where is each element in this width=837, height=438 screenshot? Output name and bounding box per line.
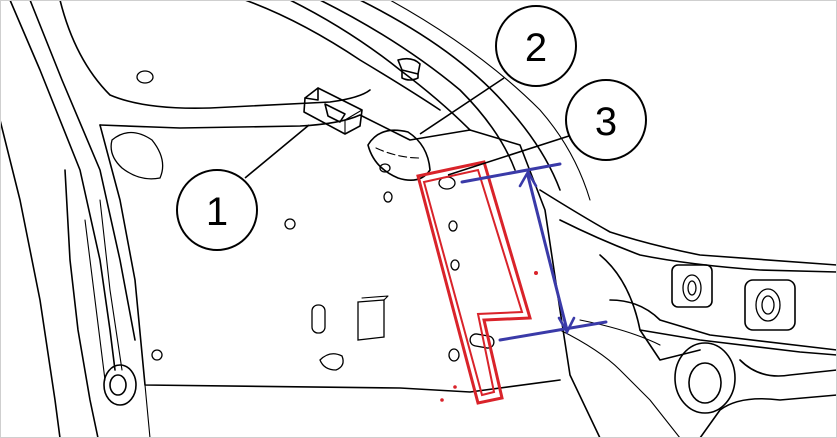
blue-dimension	[460, 162, 608, 342]
callout-3-label: 3	[595, 100, 617, 144]
clip-part	[303, 87, 363, 135]
callout-1: 1	[176, 169, 258, 251]
callout-3: 3	[565, 79, 647, 161]
leader-lines	[244, 77, 573, 179]
plate-holes	[110, 70, 495, 371]
callout-2: 2	[495, 5, 577, 87]
plug-part	[367, 129, 431, 181]
callout-1-label: 1	[206, 190, 228, 234]
red-markup	[416, 160, 532, 405]
red-dots	[440, 271, 538, 402]
callout-2-label: 2	[525, 26, 547, 70]
